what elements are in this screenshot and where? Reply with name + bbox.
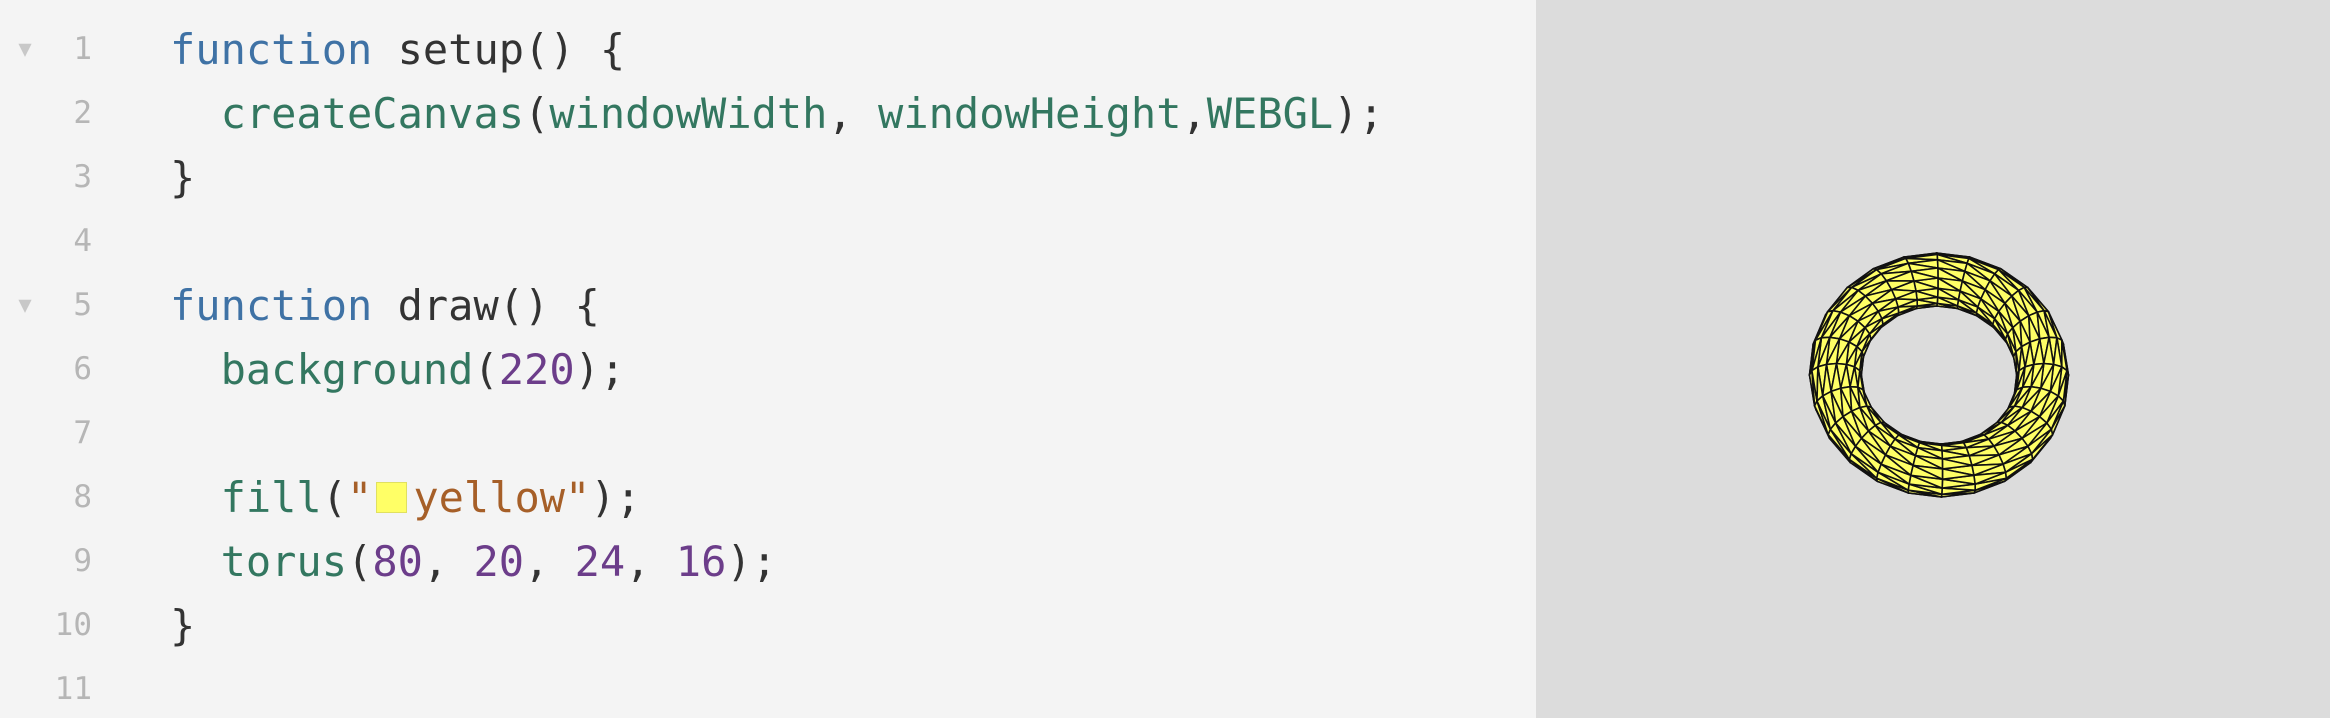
code-token: 220 (498, 344, 575, 394)
code-token: torus (220, 536, 348, 586)
code-token (372, 25, 397, 74)
code-token: () { (498, 280, 600, 330)
code-text: createCanvas(windowWidth, windowHeight,W… (170, 89, 1384, 138)
code-token: draw (397, 280, 499, 330)
code-token: 16 (675, 536, 727, 586)
line-number: 1 (73, 31, 92, 67)
code-token: ); (590, 472, 641, 522)
code-token: , (524, 536, 575, 586)
code-line[interactable]: 6 background(220); (0, 337, 1536, 401)
code-token: , (1181, 88, 1207, 138)
code-text: torus(80, 20, 24, 16); (170, 537, 777, 586)
line-number: 3 (73, 159, 92, 195)
code-token: ); (574, 344, 626, 394)
code-line[interactable]: 3} (0, 145, 1536, 209)
torus-canvas (1808, 252, 2070, 498)
code-token: function (170, 24, 373, 74)
code-token: } (170, 600, 196, 650)
torus-mesh (1808, 252, 2070, 498)
code-token: WEBGL (1206, 88, 1334, 138)
line-number: 5 (73, 287, 92, 323)
code-token: windowHeight (878, 88, 1182, 138)
fold-arrow-icon[interactable]: ▼ (18, 292, 32, 318)
line-number: 4 (73, 223, 92, 259)
sketch-preview (1536, 0, 2330, 718)
code-token: 80 (372, 536, 423, 586)
code-token: windowWidth (549, 88, 828, 138)
line-number: 9 (73, 543, 92, 579)
code-line[interactable]: 4 (0, 209, 1536, 273)
code-line[interactable]: 9 torus(80, 20, 24, 16); (0, 529, 1536, 593)
code-token: ); (726, 536, 777, 586)
code-line[interactable]: 2 createCanvas(windowWidth, windowHeight… (0, 81, 1536, 145)
code-token (170, 537, 221, 586)
fold-arrow-icon[interactable]: ▼ (18, 36, 32, 62)
code-token: , (422, 536, 474, 586)
torus-face (1912, 464, 1944, 481)
code-line[interactable]: 11 (0, 657, 1536, 718)
code-token: } (170, 152, 196, 202)
code-token: ); (1333, 88, 1384, 138)
code-text: fill(" yellow"); (170, 473, 641, 522)
code-text: background(220); (170, 344, 626, 394)
code-line[interactable]: ▼ 1 function setup() { (0, 17, 1536, 81)
line-number: 2 (73, 95, 92, 131)
code-token (372, 281, 397, 330)
code-token: background (220, 344, 474, 394)
code-text: function draw() { (170, 281, 600, 330)
code-token: ( (473, 344, 499, 394)
code-token: yellow" (413, 472, 591, 522)
color-swatch[interactable] (376, 481, 408, 513)
code-token: ( (321, 472, 348, 522)
code-line[interactable]: ▼ 5 function draw() { (0, 273, 1536, 337)
code-token: ( (524, 88, 550, 138)
code-token: createCanvas (220, 88, 525, 138)
code-token: fill (220, 472, 322, 522)
line-number: 7 (73, 415, 92, 451)
code-line[interactable]: 7 (0, 401, 1536, 465)
code-token: setup (397, 24, 525, 74)
code-text: function setup() { (170, 25, 625, 74)
code-token: " (347, 472, 373, 522)
code-line[interactable]: 10} (0, 593, 1536, 657)
code-token (170, 473, 221, 522)
code-token (170, 89, 221, 138)
line-number: 8 (73, 479, 92, 515)
code-line[interactable]: 8 fill(" yellow"); (0, 465, 1536, 529)
code-text: } (170, 153, 195, 202)
code-token: , (625, 536, 676, 586)
code-token: function (170, 280, 373, 330)
code-token: () { (524, 24, 626, 74)
code-token: , (827, 88, 879, 138)
code-token (170, 345, 221, 394)
code-text: } (170, 601, 195, 650)
line-number: 6 (73, 351, 92, 387)
line-number: 10 (54, 607, 92, 643)
code-token: ( (347, 536, 373, 586)
torus-face (2060, 339, 2068, 372)
line-number: 11 (54, 671, 92, 707)
code-token: 24 (574, 536, 626, 586)
code-token: 20 (473, 536, 525, 586)
